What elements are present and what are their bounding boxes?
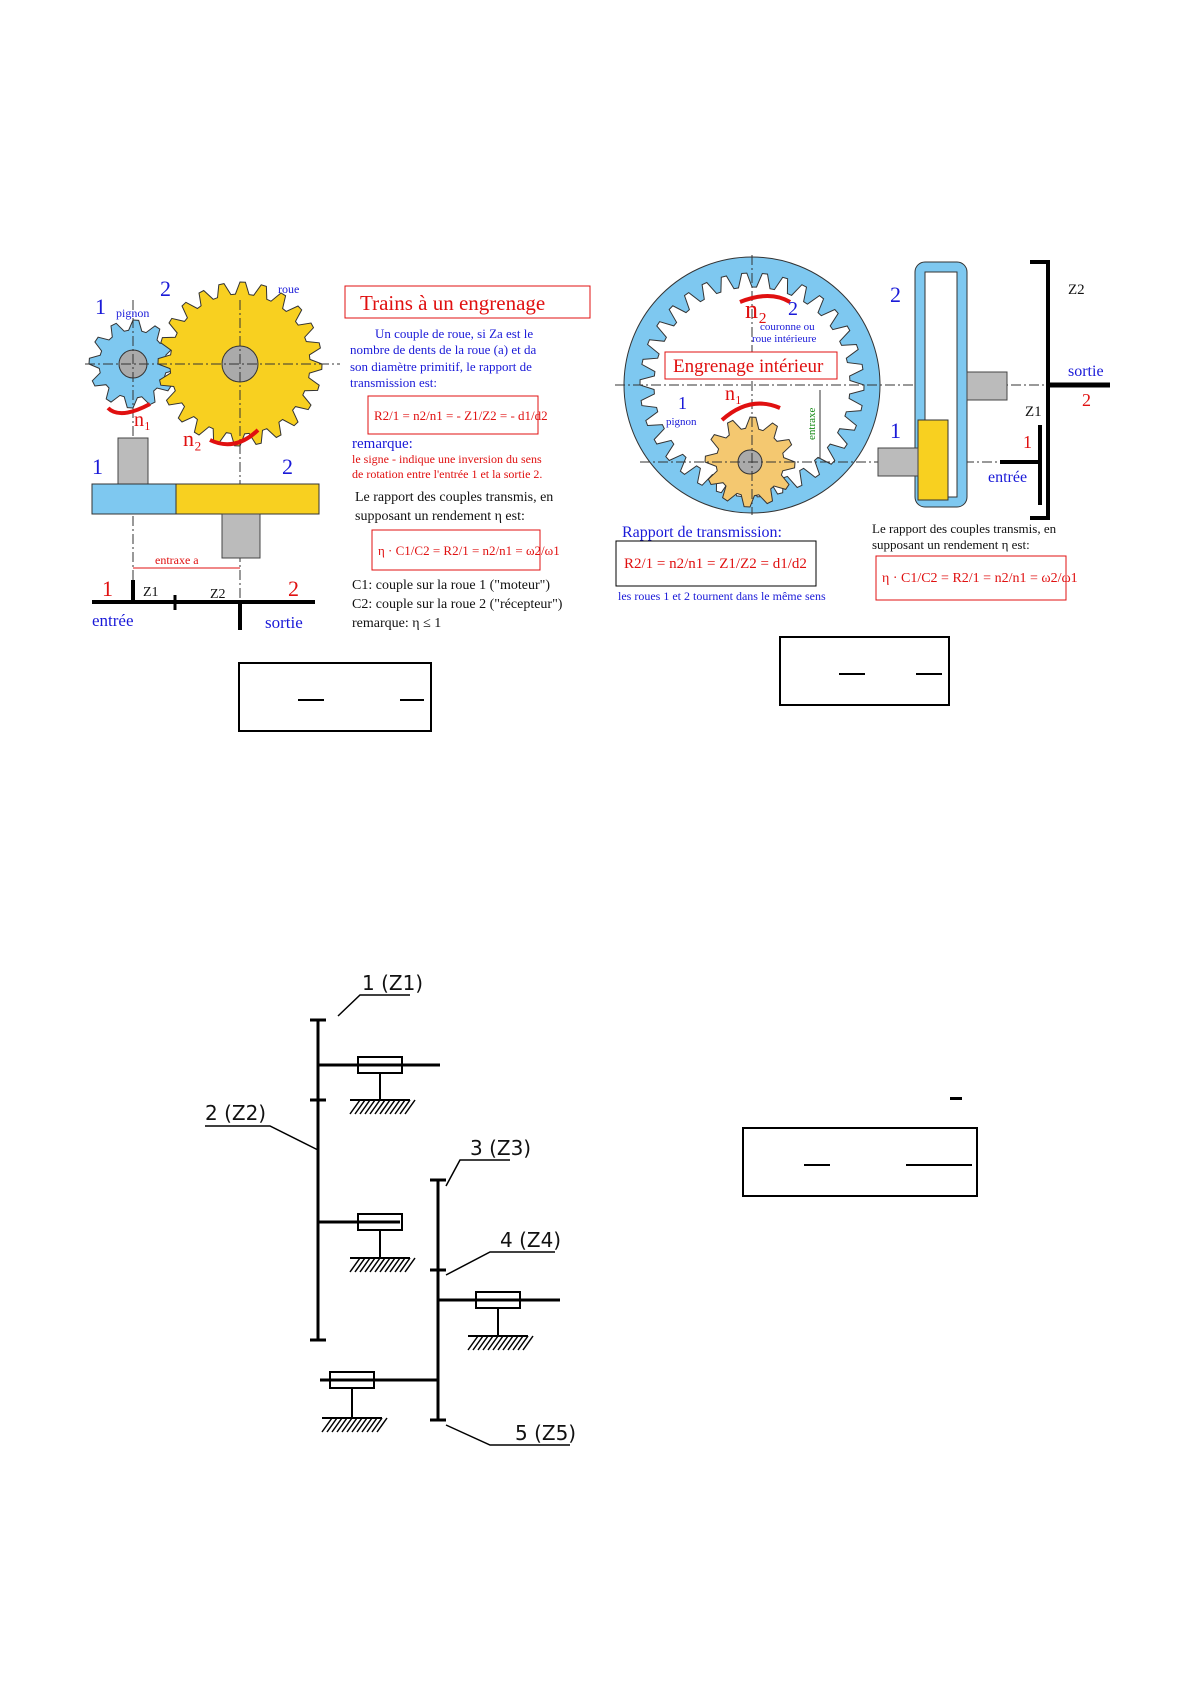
formula-2-left: η · C1/C2 = R2/1 = n2/n1 = ω2/ω1 <box>378 543 560 558</box>
svg-text:transmission est:: transmission est: <box>350 375 437 390</box>
side-label-1: 1 <box>92 454 103 479</box>
entraxe-label-right: entraxe <box>806 408 818 440</box>
formula-1-left: R2/1 = n2/n1 = - Z1/Z2 = - d1/d2 <box>374 408 548 423</box>
n2-label: n₂ <box>183 426 202 451</box>
answer-box-2[interactable] <box>779 636 950 706</box>
schema-num-2-right: 2 <box>1082 390 1091 410</box>
label-z4: 4 (Z4) <box>500 1228 561 1252</box>
ground-hatching <box>321 1099 534 1433</box>
schema-z1: Z1 <box>143 585 159 600</box>
label-2-right: 2 <box>788 298 798 320</box>
label-roue: roue <box>278 282 299 296</box>
label-z3: 3 (Z3) <box>470 1136 531 1160</box>
left-gear-diagram <box>85 281 340 630</box>
internal-gear-diagram <box>615 255 1110 520</box>
schema-num-2: 2 <box>288 576 299 601</box>
n2-label-right: n₂ <box>745 295 767 324</box>
schema-entree: entrée <box>92 611 134 630</box>
schema-entree-right: entrée <box>988 469 1027 486</box>
schema-sortie-right: sortie <box>1068 363 1104 380</box>
kinematic-diagram <box>205 994 570 1446</box>
remarque-line: le signe - indique une inversion du sens <box>352 452 542 466</box>
entraxe-label: entraxe a <box>155 553 199 567</box>
same-sense-note: les roues 1 et 2 tournent dans le même s… <box>618 589 826 603</box>
side-label-1-right: 1 <box>890 418 901 443</box>
label-1-right: 1 <box>678 393 687 413</box>
pignon-label-right: pignon <box>666 416 697 428</box>
label-pignon: pignon <box>116 306 149 320</box>
schema-z2: Z2 <box>210 587 226 602</box>
note-line: remarque: η ≤ 1 <box>352 616 441 631</box>
answer-box-1[interactable] <box>238 662 432 732</box>
couples-line: supposant un rendement η est: <box>355 509 525 524</box>
formula-1-right: R2/1 = n2/n1 = Z1/Z2 = d1/d2 <box>624 556 807 572</box>
left-title: Trains à un engrenage <box>360 291 545 315</box>
label-z5: 5 (Z5) <box>515 1421 576 1445</box>
couronne-label: roue intérieure <box>752 333 817 345</box>
label-z1: 1 (Z1) <box>362 971 423 995</box>
couples-line-right: supposant un rendement η est: <box>872 537 1030 552</box>
schema-z1-right: Z1 <box>1025 404 1042 420</box>
note-line: C2: couple sur la roue 2 ("récepteur") <box>352 597 563 612</box>
svg-text:Un couple de roue, si Za est l: Un couple de roue, si Za est le <box>375 326 533 341</box>
n1-label: n₁ <box>134 409 151 431</box>
svg-text:son diamètre primitif, le rapp: son diamètre primitif, le rapport de <box>350 359 532 374</box>
right-title: Engrenage intérieur <box>673 356 824 377</box>
side-label-2: 2 <box>282 454 293 479</box>
label-2: 2 <box>160 276 171 301</box>
schema-z2-right: Z2 <box>1068 282 1085 298</box>
formula-2-right: η · C1/C2 = R2/1 = n2/n1 = ω2/ω1 <box>882 571 1078 586</box>
schema-num-1: 1 <box>102 576 113 601</box>
remarque-line: de rotation entre l'entrée 1 et la sorti… <box>352 467 542 481</box>
label-z2: 2 (Z2) <box>205 1101 266 1125</box>
rapport-title: Rapport de transmission: <box>622 524 782 541</box>
n1-label-right: n₁ <box>725 383 742 405</box>
couples-line-right: Le rapport des couples transmis, en <box>872 521 1057 536</box>
answer-box-3[interactable] <box>742 1127 978 1197</box>
intro-text: Un couple de roue, si Za est le nombre d… <box>350 326 536 390</box>
schema-num-1-right: 1 <box>1023 432 1032 452</box>
minus-sign <box>950 1097 962 1100</box>
note-line: C1: couple sur la roue 1 ("moteur") <box>352 578 550 593</box>
schema-sortie: sortie <box>265 613 303 632</box>
side-label-2-right: 2 <box>890 282 901 307</box>
remarque-title: remarque: <box>352 436 413 452</box>
svg-text:nombre de dents de la roue (a): nombre de dents de la roue (a) et da <box>350 342 536 357</box>
couronne-label: couronne ou <box>760 321 815 333</box>
label-1: 1 <box>95 294 106 319</box>
couples-line: Le rapport des couples transmis, en <box>355 490 553 505</box>
